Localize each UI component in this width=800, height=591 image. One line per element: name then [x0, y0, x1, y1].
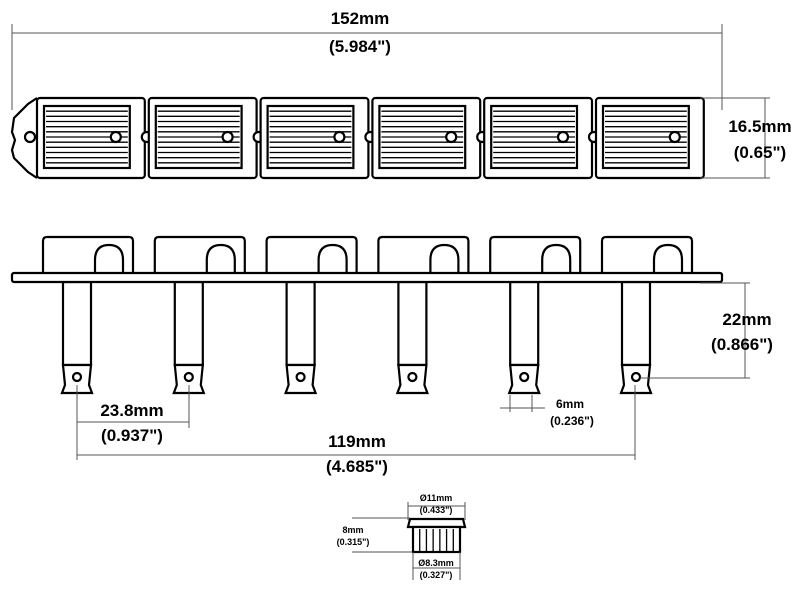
- indicator-hole: [333, 130, 346, 144]
- button-height-mm: 8mm: [342, 525, 363, 535]
- indicator-hole: [221, 130, 234, 144]
- pin-length-dimension: 22mm (0.866"): [640, 282, 773, 379]
- switch-module-side: [265, 235, 358, 395]
- terminal-pin: [61, 280, 93, 367]
- switch-rocker: [541, 243, 572, 273]
- mount-hole: [23, 130, 37, 144]
- pin-diameter-dimension: 6mm (0.236"): [500, 395, 594, 428]
- pin-spacing-dimension: 23.8mm (0.937"): [76, 385, 190, 460]
- pin-span-in: (4.685"): [326, 457, 388, 476]
- terminal-pin: [620, 280, 652, 367]
- pin-hole: [71, 371, 83, 383]
- switch-rocker: [205, 243, 236, 273]
- pin-spacing-in: (0.937"): [101, 426, 163, 445]
- body-diameter-mm: Ø8.3mm: [418, 558, 454, 568]
- top-view: [10, 96, 705, 180]
- switch-module-top: [483, 96, 601, 180]
- pin-span-dimension: 119mm (4.685"): [77, 385, 636, 476]
- terminal-pin: [285, 280, 316, 367]
- indicator-hole: [556, 130, 570, 144]
- pin-diameter-mm: 6mm: [556, 397, 584, 411]
- pin-span-mm: 119mm: [328, 432, 386, 451]
- button-detail: Ø11mm (0.433") 8mm (0.315") Ø8.3mm (0.32…: [337, 493, 467, 580]
- terminal-pin: [397, 280, 428, 367]
- indicator-hole: [445, 130, 458, 144]
- pin-hole: [183, 371, 194, 383]
- cap-diameter-mm: Ø11mm: [420, 493, 453, 503]
- switch-module-side: [600, 235, 694, 395]
- height-dimension: 16.5mm (0.65"): [700, 97, 792, 179]
- switch-module-side: [41, 235, 135, 395]
- body-diameter-in: (0.327"): [420, 570, 453, 580]
- switch-rocker: [652, 243, 684, 273]
- switch-module-side: [153, 235, 246, 395]
- switch-rocker: [317, 243, 348, 273]
- switch-module-side: [489, 235, 582, 395]
- pin-spacing-mm: 23.8mm: [100, 401, 163, 420]
- height-mm: 16.5mm: [728, 117, 791, 136]
- mounting-plate: [10, 271, 724, 284]
- terminal-pin: [173, 280, 204, 367]
- switch-rocker: [429, 243, 460, 273]
- indicator-hole: [668, 130, 681, 144]
- pin-length-mm: 22mm: [722, 310, 771, 329]
- switch-module-side: [377, 235, 470, 395]
- pin-hole: [407, 371, 418, 383]
- pin-diameter-in: (0.236"): [550, 414, 594, 428]
- overall-length-dimension: 152mm (5.984"): [11, 9, 723, 110]
- pin-hole: [295, 371, 306, 383]
- switch-module-top: [147, 96, 265, 180]
- indicator-hole: [109, 130, 122, 144]
- switch-module-top: [259, 96, 377, 180]
- overall-length-in: (5.984"): [329, 37, 391, 56]
- button-cap: [406, 517, 467, 529]
- button-body: [411, 525, 462, 554]
- switch-module-top: [371, 96, 489, 180]
- button-height-in: (0.315"): [337, 537, 370, 547]
- pin-hole: [630, 371, 642, 383]
- height-in: (0.65"): [734, 143, 786, 162]
- side-view: [10, 235, 724, 395]
- pin-hole: [519, 371, 530, 383]
- switch-rocker: [93, 243, 125, 273]
- switch-module-top: [594, 96, 705, 180]
- switch-module-top: [35, 96, 153, 180]
- overall-length-mm: 152mm: [331, 9, 390, 28]
- cap-diameter-in: (0.433"): [420, 505, 453, 515]
- terminal-pin: [509, 280, 540, 367]
- pin-length-in: (0.866"): [711, 335, 773, 354]
